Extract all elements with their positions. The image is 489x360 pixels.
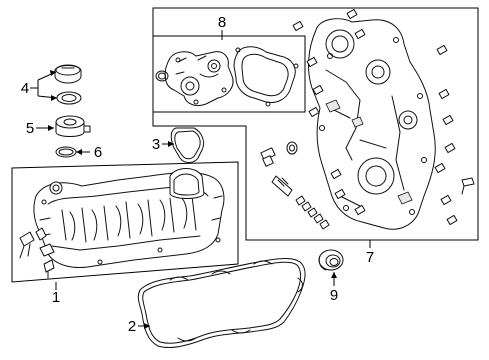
crank-seal — [318, 249, 344, 271]
relief-spring — [295, 195, 330, 230]
water-pump-gasket — [233, 46, 299, 107]
box-1-outline — [11, 161, 239, 283]
leader-arrowheads — [48, 70, 337, 329]
oil-plug — [260, 147, 276, 167]
o-ring-6 — [55, 146, 77, 158]
group-box-8 — [152, 35, 306, 113]
oil-filler-cap — [54, 64, 82, 84]
oil-filter-housing — [55, 115, 91, 137]
callout-3: 3 — [152, 136, 160, 153]
box-8-outline — [152, 35, 306, 113]
relief-valve — [271, 175, 293, 197]
gasket-3 — [170, 127, 205, 163]
timing-cover — [308, 18, 436, 230]
water-pump — [164, 51, 234, 107]
callout-2: 2 — [128, 318, 136, 335]
callout-6: 6 — [94, 144, 102, 161]
callout-4: 4 — [21, 80, 29, 97]
small-seal — [286, 141, 298, 155]
group-box-7 — [152, 7, 479, 241]
valve-cover-gasket — [137, 258, 306, 349]
callout-7: 7 — [366, 249, 374, 266]
group-box-1 — [11, 161, 239, 283]
callout-5: 5 — [26, 120, 34, 137]
cover-bolts — [292, 8, 458, 226]
pump-seal — [155, 70, 169, 82]
callout-9: 9 — [330, 287, 338, 304]
box-7-outline — [152, 7, 479, 241]
valve-cover — [33, 168, 225, 268]
dowel-pin — [461, 177, 475, 195]
filler-cap-seal — [56, 91, 82, 105]
callout-8: 8 — [218, 14, 226, 31]
valve-cover-sensors — [19, 227, 55, 279]
callout-1: 1 — [52, 289, 60, 306]
